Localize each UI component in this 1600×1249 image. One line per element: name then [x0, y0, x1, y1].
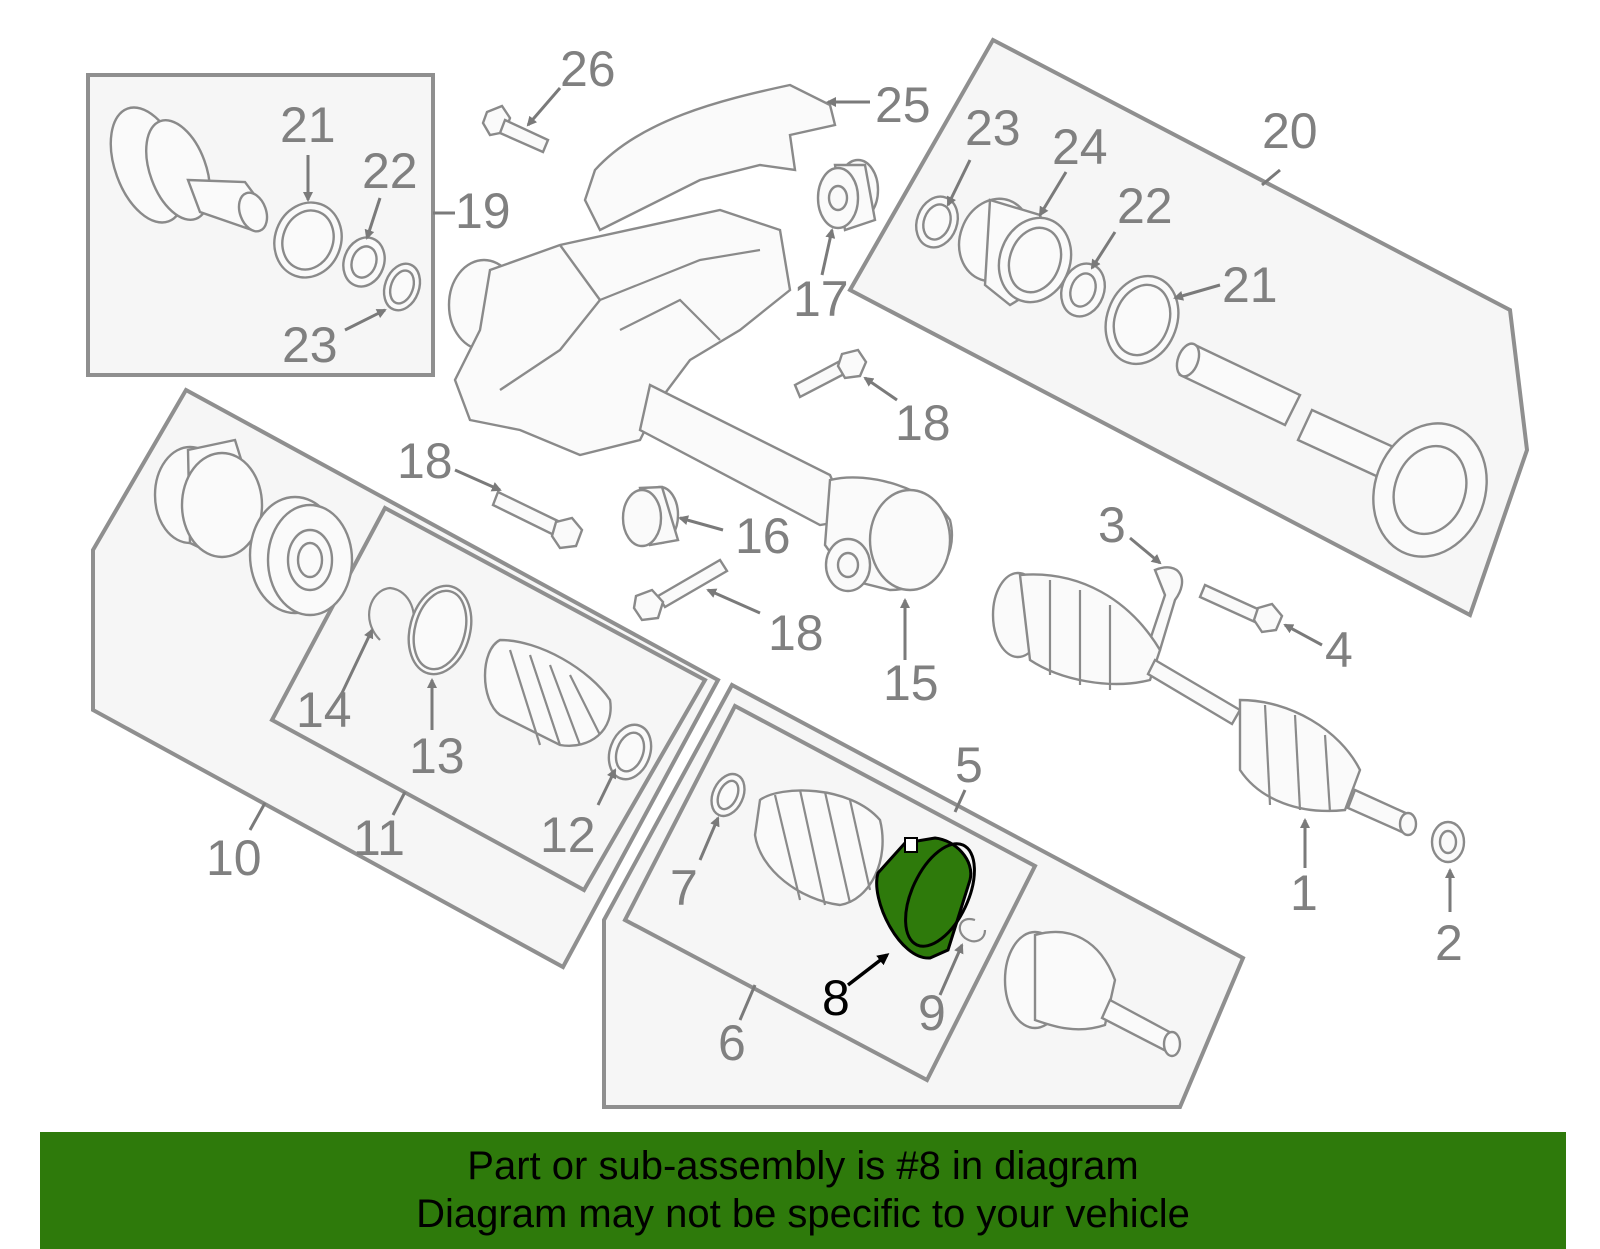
callout-23b: 23	[965, 100, 1021, 156]
callout-17: 17	[793, 271, 849, 327]
banner-line-1: Part or sub-assembly is #8 in diagram	[467, 1144, 1139, 1188]
part-9-snap-ring	[958, 917, 987, 943]
leader-20	[1261, 168, 1281, 187]
leader-5	[953, 789, 967, 813]
leader-17	[820, 228, 836, 276]
callout-20: 20	[1262, 103, 1318, 159]
leader-21b	[1173, 283, 1221, 301]
leader-18a	[863, 376, 898, 402]
part-22-bushing-left	[342, 236, 386, 288]
part-23-clip-left	[382, 262, 422, 312]
part-22-bushing-right	[1060, 262, 1106, 318]
part-13-clamp	[407, 584, 473, 676]
callout-10: 10	[206, 830, 262, 886]
banner-line-2: Diagram may not be specific to your vehi…	[416, 1192, 1190, 1236]
part-19-shaft-flange	[109, 106, 269, 233]
panel-20	[847, 37, 1530, 618]
callout-15: 15	[883, 655, 939, 711]
leader-3	[1129, 536, 1162, 565]
callout-22a: 22	[362, 143, 418, 199]
part-5-cv-joint	[1003, 930, 1182, 1058]
part-23-clip-right	[915, 195, 959, 249]
leader-23b	[946, 159, 972, 207]
callout-12: 12	[540, 807, 596, 863]
leader-11	[391, 791, 407, 816]
leader-23a	[344, 308, 387, 332]
callout-18b: 18	[397, 433, 453, 489]
leader-8	[846, 953, 890, 987]
callout-22b: 22	[1117, 178, 1173, 234]
callout-5: 5	[955, 737, 983, 793]
leader-22a	[364, 197, 382, 240]
leader-18b	[454, 468, 502, 492]
leader-6	[738, 984, 757, 1021]
part-10-cv-joint-cover	[153, 438, 264, 559]
callout-18c: 18	[768, 605, 824, 661]
leader-4	[1283, 623, 1323, 647]
part-differential-housing	[447, 208, 954, 593]
part-8-clamp-highlighted[interactable]	[875, 833, 989, 960]
callout-11: 11	[353, 810, 405, 866]
leader-16	[678, 515, 724, 532]
info-banner: Part or sub-assembly is #8 in diagram Di…	[40, 1132, 1566, 1249]
callout-1: 1	[1290, 865, 1318, 921]
callout-4: 4	[1325, 622, 1353, 678]
callout-9: 9	[918, 985, 946, 1041]
callout-7: 7	[670, 860, 698, 916]
leader-12	[596, 768, 617, 806]
part-16-bushing	[621, 485, 680, 548]
part-17-bushing	[816, 158, 880, 232]
callout-25: 25	[875, 77, 931, 133]
part-10-cv-joint	[248, 495, 354, 617]
part-24-bearing	[957, 197, 1073, 307]
leader-9	[938, 943, 964, 996]
part-4-bolt	[1198, 583, 1284, 634]
part-18-bolt-middle	[491, 490, 584, 550]
callout-23a: 23	[282, 317, 338, 373]
part-26-bolt	[481, 104, 550, 154]
part-21-seal-right	[1104, 274, 1180, 366]
part-6-boot	[753, 789, 884, 907]
part-18-bolt-lower	[632, 558, 729, 622]
leader-18c	[706, 588, 761, 615]
callout-13: 13	[409, 728, 465, 784]
part-20-intermediate-shaft	[1175, 342, 1488, 558]
callout-21b: 21	[1222, 257, 1278, 313]
callout-6: 6	[718, 1015, 746, 1071]
callout-19: 19	[455, 183, 511, 239]
part-25-plate	[583, 83, 837, 232]
part-2-nut	[1430, 820, 1466, 864]
leader-26	[526, 87, 562, 127]
leader-14	[340, 628, 374, 694]
leader-7	[698, 816, 720, 861]
part-12-clamp	[607, 723, 653, 781]
part-18-bolt-upper	[793, 348, 868, 399]
callout-21a: 21	[280, 97, 336, 153]
part-21-seal-left	[273, 201, 343, 279]
leader-24	[1038, 171, 1068, 217]
callout-24: 24	[1052, 119, 1108, 175]
callout-3: 3	[1098, 497, 1126, 553]
callout-2: 2	[1435, 915, 1463, 971]
part-11-boot	[483, 638, 612, 747]
callout-26: 26	[560, 41, 616, 97]
callout-16: 16	[735, 508, 791, 564]
part-1-half-shaft	[991, 571, 1418, 837]
part-7-clamp	[710, 772, 746, 818]
callout-14: 14	[296, 682, 352, 738]
callout-18a: 18	[895, 395, 951, 451]
leader-22b	[1090, 231, 1117, 270]
callout-8[interactable]: 8	[822, 970, 850, 1026]
leader-10	[248, 802, 267, 831]
